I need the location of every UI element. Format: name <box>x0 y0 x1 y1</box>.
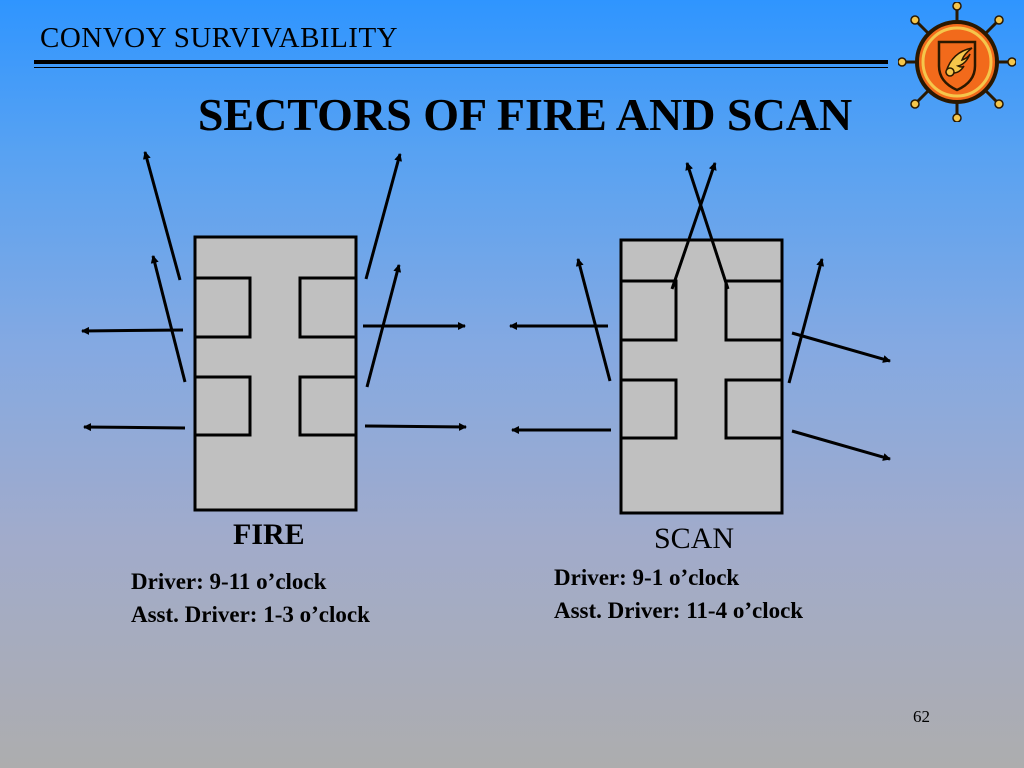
page-number: 62 <box>913 707 930 726</box>
fire-sector-arrows <box>81 151 467 432</box>
fire-arrow-left-mid <box>81 326 184 335</box>
fire-label: FIRE <box>233 518 305 551</box>
slide-title: SECTORS OF FIRE AND SCAN <box>197 89 853 140</box>
scan-label: SCAN <box>654 522 735 555</box>
fire-arrow-right-upper <box>364 153 403 280</box>
scan-asst-driver-text: Asst. Driver: 11-4 o’clock <box>554 598 804 623</box>
header-rule-thin <box>34 67 888 68</box>
scan-arrow-right-upper <box>787 258 825 384</box>
fire-arrow-left-bottom <box>83 423 186 432</box>
fire-driver-text: Driver: 9-11 o’clock <box>131 569 327 594</box>
scan-arrow-cross-right <box>670 162 717 290</box>
scan-seat-front-right <box>724 279 784 342</box>
scan-sector-arrows <box>509 162 891 461</box>
scan-seat-rear-right <box>724 378 784 440</box>
scan-vehicle <box>619 238 784 515</box>
fire-seat-front-right <box>298 276 358 339</box>
fire-arrow-right-bottom <box>364 422 467 431</box>
fire-vehicle <box>193 235 358 512</box>
header-rule <box>34 60 888 64</box>
scan-arrow-left-upper <box>575 258 612 382</box>
transportation-corps-emblem-icon <box>898 2 1016 122</box>
scan-arrow-right-bottom <box>791 429 891 461</box>
scan-seat-rear-left <box>619 378 678 440</box>
fire-arrow-left-upper <box>142 151 182 281</box>
scan-arrow-right-mid <box>791 331 891 363</box>
fire-description: Driver: 9-11 o’clock Asst. Driver: 1-3 o… <box>131 565 370 631</box>
fire-seat-front-left <box>193 276 252 339</box>
scan-seat-front-left <box>619 279 678 342</box>
fire-seat-rear-left <box>193 375 252 437</box>
scan-description: Driver: 9-1 o’clock Asst. Driver: 11-4 o… <box>554 561 803 627</box>
scan-driver-text: Driver: 9-1 o’clock <box>554 565 740 590</box>
fire-asst-driver-text: Asst. Driver: 1-3 o’clock <box>131 602 370 627</box>
header-title: CONVOY SURVIVABILITY <box>40 22 399 54</box>
scan-arrow-cross-left <box>685 162 730 290</box>
fire-arrow-left-lower <box>150 255 187 383</box>
fire-seat-rear-right <box>298 375 358 437</box>
